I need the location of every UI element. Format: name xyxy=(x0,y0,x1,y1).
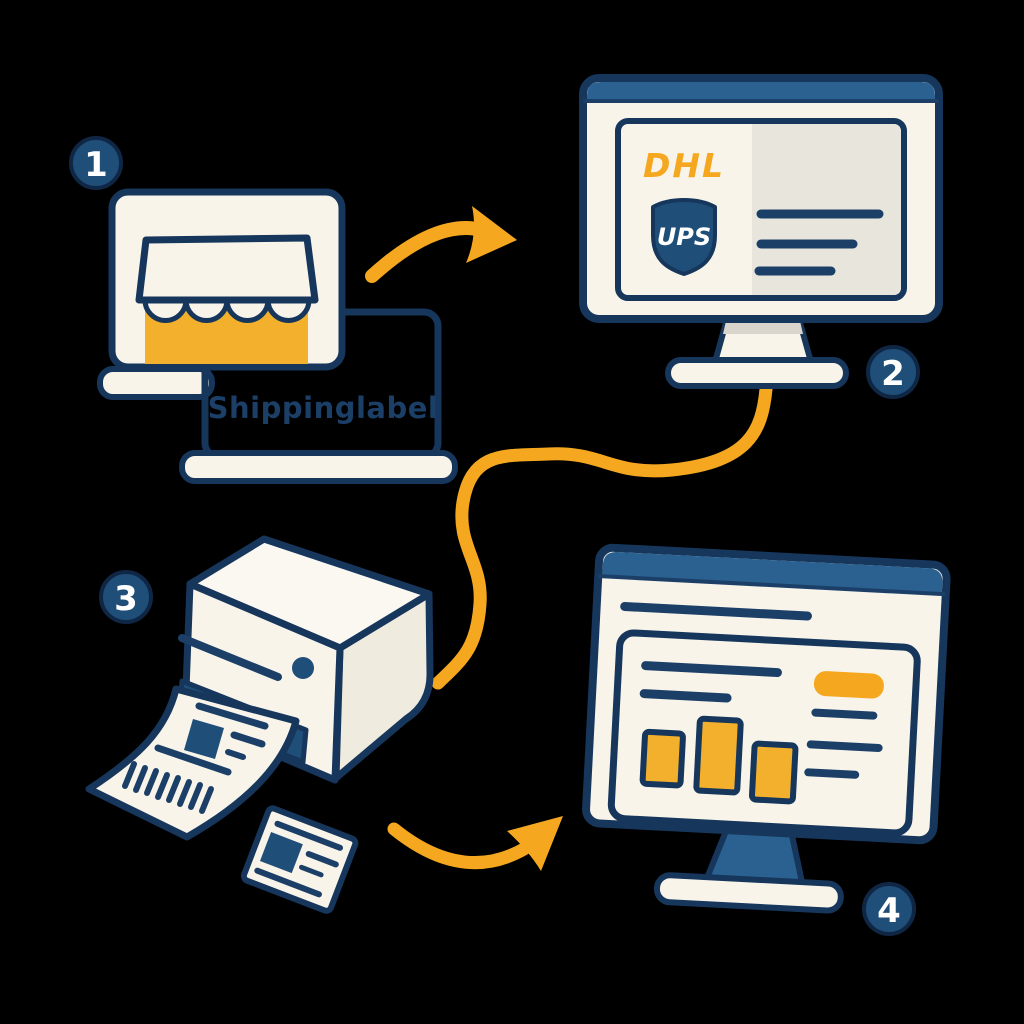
badge-number: 4 xyxy=(877,891,901,931)
screen-title-line xyxy=(620,601,812,621)
text-line xyxy=(639,689,732,703)
step1-webshop-laptop: Shippinglabel 1 xyxy=(69,136,458,484)
badge-circle xyxy=(69,136,123,190)
laptop-base xyxy=(179,450,458,484)
label-line xyxy=(154,744,232,776)
bar xyxy=(748,740,799,805)
bar xyxy=(693,715,744,796)
arrow-shaft xyxy=(365,220,489,283)
badge-number: 2 xyxy=(881,354,905,394)
top-bar-divider xyxy=(598,574,946,597)
label-line xyxy=(254,867,322,898)
ups-logo: UPS xyxy=(651,198,717,276)
printer-power-dot xyxy=(292,657,314,679)
step4-badge: 4 xyxy=(862,882,916,936)
cable-connector-icon xyxy=(431,382,773,690)
arrow-head xyxy=(466,206,517,263)
laptop-screen-text: Shippinglabel xyxy=(208,391,439,425)
step1-badge: 1 xyxy=(69,136,123,190)
text-line xyxy=(811,708,878,720)
arrow-head xyxy=(507,816,563,871)
monitor-top-bar xyxy=(587,82,935,100)
label-line xyxy=(274,820,344,851)
label-line xyxy=(195,702,269,730)
monitor-base xyxy=(653,872,844,914)
badge-circle xyxy=(866,345,920,399)
dhl-logo: DHL xyxy=(643,146,725,185)
badge-circle xyxy=(862,882,916,936)
arrow-step3-to-step4-icon xyxy=(387,816,563,871)
storefront-icon xyxy=(108,188,346,371)
step3-label-printer: 3 xyxy=(85,535,434,914)
monitor-top-bar xyxy=(602,552,943,594)
printed-label-long-icon xyxy=(85,685,300,841)
text-line xyxy=(641,661,782,678)
label-sheet xyxy=(240,805,359,914)
badge-circle xyxy=(99,570,153,624)
ups-shield xyxy=(651,198,717,276)
label-dash xyxy=(230,731,266,748)
ups-logo-text: UPS xyxy=(657,223,711,251)
text-line xyxy=(804,768,860,779)
text-line xyxy=(806,740,883,752)
badge-number: 3 xyxy=(114,579,138,619)
step3-badge: 3 xyxy=(99,570,153,624)
monitor-base xyxy=(665,357,849,389)
step2-carrier-monitor: DHL UPS 2 xyxy=(579,74,943,399)
label-dash xyxy=(225,749,246,760)
badge-number: 1 xyxy=(84,145,108,185)
awning-top xyxy=(135,234,319,304)
label-barcode-strokes xyxy=(122,761,214,814)
monitor-neck-shadow xyxy=(723,321,803,334)
printed-label-small-icon xyxy=(240,805,359,914)
label-dash xyxy=(298,864,324,878)
label-barcode-block xyxy=(184,719,224,759)
bar xyxy=(639,728,686,789)
cable-path xyxy=(431,382,773,690)
arrow-shaft xyxy=(387,822,531,870)
storefront-ledge xyxy=(97,366,215,400)
label-barcode-block xyxy=(259,832,303,874)
step4-dashboard-monitor xyxy=(582,543,951,914)
highlight-pill xyxy=(813,671,884,699)
step2-badge: 2 xyxy=(866,345,920,399)
bar-chart-icon xyxy=(639,715,799,805)
label-dash xyxy=(305,851,339,868)
printer-front-line xyxy=(178,634,282,681)
arrow-step1-to-step2-icon xyxy=(365,206,517,283)
